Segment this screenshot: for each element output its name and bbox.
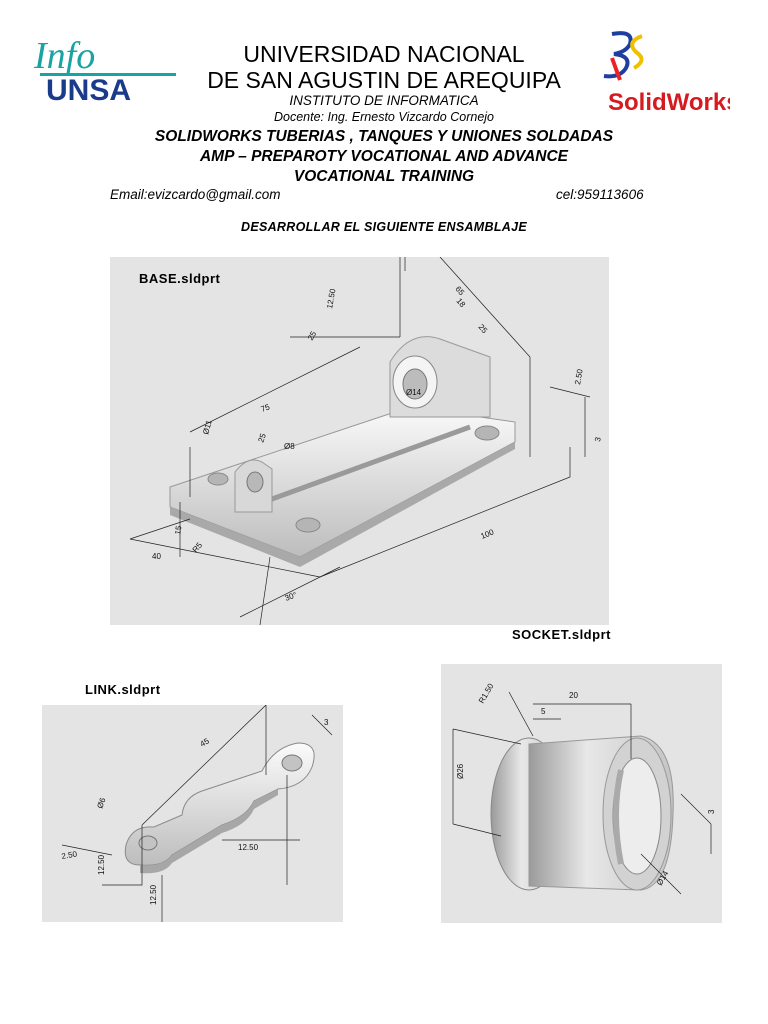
3ds-mark-icon [603,31,644,81]
university-name-line1: UNIVERSIDAD NACIONAL [243,41,525,67]
socket-part-figure: R1.50 20 5 Ø26 Ø14 3 [441,664,722,923]
dim-label: 45 [199,736,212,749]
dim-label: 3 [593,436,603,442]
dim-label: 25 [306,329,319,342]
teacher-name: Docente: Ing. Ernesto Vizcardo Cornejo [273,110,495,124]
dim-label: 12.50 [325,288,337,310]
dim-label: R5 [191,540,205,554]
dim-label: 65 [453,285,466,298]
link-part-figure: 45 Ø6 12.50 12.50 12.50 2.50 3 [42,705,343,922]
dim-label: 12.50 [238,843,259,852]
dim-label: 100 [479,527,495,541]
socket-part-label: SOCKET.sldprt [512,627,611,642]
dim-label: 12.50 [97,854,106,875]
dim-label: 25 [476,323,489,336]
dim-label: 5 [541,707,546,716]
dim-label: Ø6 [95,796,107,810]
course-title-line1: SOLIDWORKS TUBERIAS , TANQUES Y UNIONES … [154,128,614,145]
base-part-figure: 12.50 25 65 18 25 Ø14 2.50 Ø11 75 25 Ø8 … [110,257,609,625]
contact-phone: cel:959113606 [556,187,644,202]
course-title-line3: VOCATIONAL TRAINING [293,168,475,185]
dim-label: 40 [152,552,161,561]
logo-unsa-text: UNSA [46,74,131,106]
dim-label: 3 [707,809,716,814]
dim-label: 12.50 [149,884,158,905]
dim-label: 2.50 [61,849,78,861]
solidworks-brand: SolidWorks [608,89,730,116]
institute-name: INSTITUTO DE INFORMATICA [289,93,479,108]
dim-label: 18 [454,297,467,310]
dim-label: 20 [569,691,578,700]
dim-label: 3 [324,718,329,727]
dim-label: Ø26 [456,763,465,779]
contact-email: Email:evizcardo@gmail.com [110,187,281,202]
link-part-label: LINK.sldprt [85,682,161,697]
course-title-line2: AMP – PREPAROTY VOCATIONAL AND ADVANCE [199,148,568,165]
logo-info-text: Info [33,35,95,77]
dim-label: 25 [256,432,268,444]
dim-label: Ø8 [284,442,295,451]
dim-label: Ø14 [406,388,422,397]
base-part-label: BASE.sldprt [139,271,221,286]
dim-label: 75 [260,402,272,414]
assignment-instruction: DESARROLLAR EL SIGUIENTE ENSAMBLAJE [241,220,527,234]
university-name-line2: DE SAN AGUSTIN DE AREQUIPA [207,67,561,93]
dim-label: 2.50 [573,368,585,385]
info-unsa-logo: Info UNSA [28,26,188,107]
dim-label: 15 [173,524,184,535]
dim-label: 30° [284,590,298,603]
dim-label: R1.50 [477,682,496,705]
dim-label: Ø11 [201,419,214,436]
solidworks-logo: SolidWorks [590,28,740,120]
